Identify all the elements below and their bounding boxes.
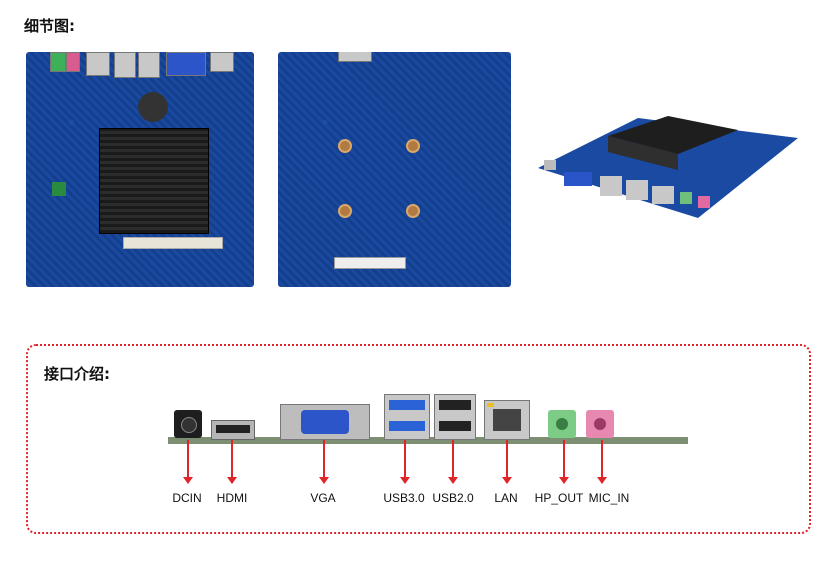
dcin-label: DCIN (172, 491, 202, 505)
interfaces-frame (26, 344, 811, 534)
hp-out-port (548, 410, 576, 438)
mic-in-arrow (597, 440, 607, 484)
usb2-arrow (448, 440, 458, 484)
hdmi-arrow (227, 440, 237, 484)
vga-label: VGA (310, 491, 336, 505)
usb2-port (434, 394, 476, 440)
hdmi-label: HDMI (216, 491, 248, 505)
dcin-arrow (183, 440, 193, 484)
hp-out-label: HP_OUT (534, 491, 584, 505)
vga-port (280, 404, 370, 440)
pcb-edge (168, 437, 688, 444)
usb3-arrow (400, 440, 410, 484)
lan-port (484, 400, 530, 440)
vga-arrow (319, 440, 329, 484)
lan-label: LAN (494, 491, 518, 505)
mic-in-port (586, 410, 614, 438)
detail-section-title: 细节图: (24, 17, 75, 35)
motherboard-bottom-view-image (278, 52, 511, 287)
lan-arrow (502, 440, 512, 484)
motherboard-top-view-image (26, 52, 254, 287)
interfaces-section-title: 接口介绍: (44, 365, 110, 383)
hp-out-arrow (559, 440, 569, 484)
usb3-port (384, 394, 430, 440)
motherboard-angled-view-image (528, 108, 818, 234)
dcin-port (174, 410, 202, 438)
mic-in-label: MIC_IN (588, 491, 630, 505)
usb3-label: USB3.0 (383, 491, 425, 505)
usb2-label: USB2.0 (432, 491, 474, 505)
hdmi-port (211, 420, 255, 440)
